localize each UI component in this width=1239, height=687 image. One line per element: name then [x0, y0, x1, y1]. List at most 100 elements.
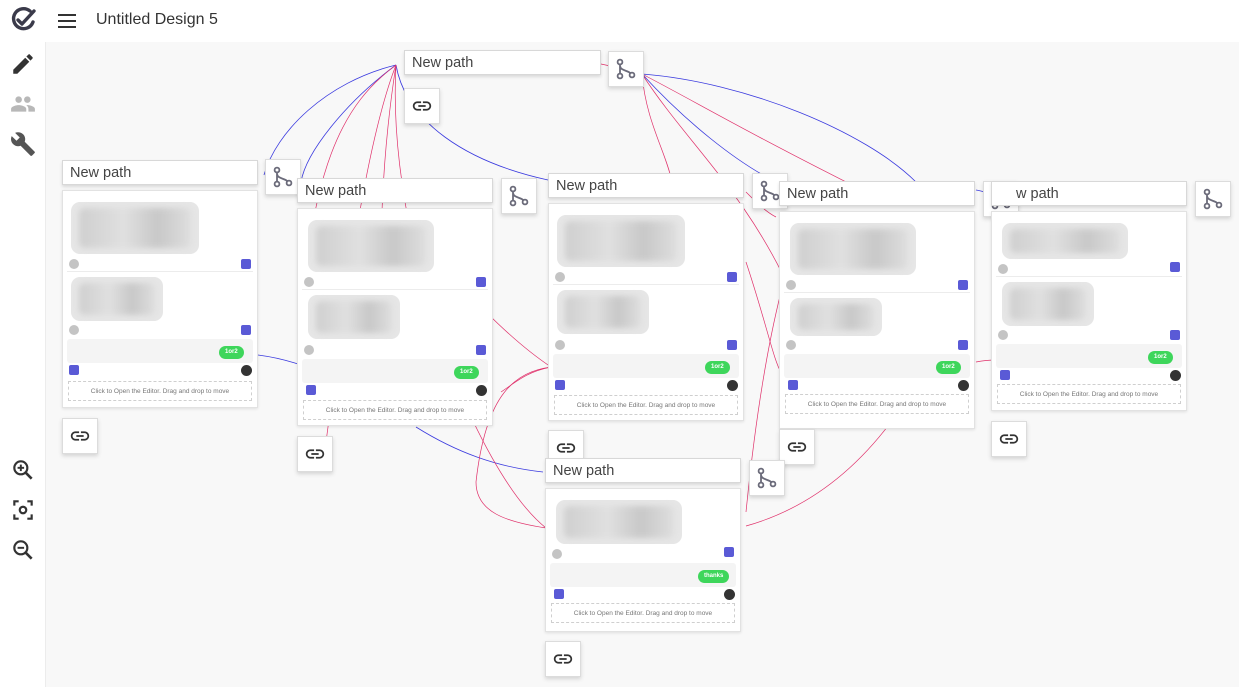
- left-toolbar: [0, 42, 46, 687]
- edge: [641, 73, 673, 183]
- user-avatar-icon: [1170, 370, 1181, 381]
- hamburger-menu-icon[interactable]: [56, 10, 78, 32]
- zoom-out-icon[interactable]: [10, 537, 36, 563]
- link-icon: [999, 434, 1019, 444]
- chat-badge-icon: [241, 259, 251, 269]
- chat-badge-icon: [241, 325, 251, 335]
- node-title[interactable]: New path: [545, 458, 741, 483]
- link-button[interactable]: [991, 421, 1027, 457]
- node-card[interactable]: thanks Click to Open the Editor. Drag an…: [545, 488, 741, 632]
- bot-avatar-icon: [555, 340, 565, 350]
- branch-button[interactable]: [1195, 181, 1231, 217]
- node-title[interactable]: w path: [991, 181, 1187, 206]
- chat-badge-icon: [724, 547, 734, 557]
- people-icon[interactable]: [10, 91, 36, 117]
- bot-avatar-icon: [69, 325, 79, 335]
- node-card[interactable]: 1or2 Click to Open the Editor. Drag and …: [62, 190, 258, 408]
- chat-badge-icon: [554, 589, 564, 599]
- fork-branch-icon: [760, 180, 780, 202]
- branch-button[interactable]: [501, 178, 537, 214]
- edge: [641, 73, 792, 293]
- check-circle-logo-icon[interactable]: [9, 6, 37, 34]
- edge: [485, 311, 552, 368]
- zoom-in-icon[interactable]: [10, 457, 36, 483]
- open-editor-area[interactable]: Click to Open the Editor. Drag and drop …: [997, 384, 1181, 404]
- divider: [996, 276, 1182, 277]
- branch-button[interactable]: [749, 460, 785, 496]
- flow-canvas[interactable]: New path New path 1or2 Click to Open the…: [46, 42, 1239, 687]
- wrench-icon[interactable]: [10, 131, 36, 157]
- link-button[interactable]: [545, 641, 581, 677]
- user-avatar-icon: [241, 365, 252, 376]
- open-editor-area[interactable]: Click to Open the Editor. Drag and drop …: [785, 394, 969, 414]
- center-focus-icon[interactable]: [10, 497, 36, 523]
- chat-badge-icon: [476, 345, 486, 355]
- message-bubble: [71, 202, 199, 254]
- fork-branch-icon: [1203, 188, 1223, 210]
- chat-badge-icon: [1170, 262, 1180, 272]
- reply-pill[interactable]: 1or2: [454, 366, 479, 379]
- reply-pill[interactable]: 1or2: [219, 346, 244, 359]
- node-title[interactable]: New path: [548, 173, 744, 198]
- branch-button[interactable]: [608, 51, 644, 87]
- message-bubble: [790, 223, 916, 275]
- message-bubble: [556, 500, 682, 544]
- chat-badge-icon: [727, 272, 737, 282]
- chat-badge-icon: [306, 385, 316, 395]
- link-icon: [412, 101, 432, 111]
- root-node-title[interactable]: New path: [404, 50, 601, 75]
- message-bubble: [557, 215, 685, 267]
- reply-pill[interactable]: 1or2: [1148, 351, 1173, 364]
- user-avatar-icon: [476, 385, 487, 396]
- branch-button[interactable]: [265, 159, 301, 195]
- link-icon: [305, 449, 325, 459]
- edge: [257, 354, 299, 365]
- node-card[interactable]: 1or2 Click to Open the Editor. Drag and …: [297, 208, 493, 426]
- bot-avatar-icon: [69, 259, 79, 269]
- link-button[interactable]: [404, 88, 440, 124]
- fork-branch-icon: [616, 58, 636, 80]
- fork-branch-icon: [757, 467, 777, 489]
- node-title[interactable]: New path: [62, 160, 258, 185]
- edge: [475, 366, 552, 529]
- node-title[interactable]: New path: [779, 181, 975, 206]
- node-card[interactable]: 1or2 Click to Open the Editor. Drag and …: [779, 211, 975, 429]
- divider: [302, 289, 488, 290]
- message-bubble: [790, 298, 882, 336]
- edge: [415, 426, 544, 473]
- path-node[interactable]: New path 1or2 Click to Open the Editor. …: [779, 181, 975, 431]
- edge: [395, 64, 549, 181]
- pencil-icon[interactable]: [10, 51, 36, 77]
- reply-pill[interactable]: 1or2: [705, 361, 730, 374]
- path-node[interactable]: New path thanks Click to Open the Editor…: [545, 458, 741, 633]
- top-bar: Untitled Design 5: [0, 0, 1239, 42]
- design-title[interactable]: Untitled Design 5: [96, 11, 218, 28]
- path-node[interactable]: New path 1or2 Click to Open the Editor. …: [297, 178, 493, 428]
- edge: [300, 64, 397, 183]
- open-editor-area[interactable]: Click to Open the Editor. Drag and drop …: [551, 603, 735, 623]
- bot-avatar-icon: [304, 277, 314, 287]
- path-node[interactable]: New path 1or2 Click to Open the Editor. …: [62, 160, 258, 410]
- open-editor-area[interactable]: Click to Open the Editor. Drag and drop …: [303, 400, 487, 420]
- path-node[interactable]: New path 1or2 Click to Open the Editor. …: [548, 173, 744, 423]
- chat-badge-icon: [958, 340, 968, 350]
- node-card[interactable]: 1or2 Click to Open the Editor. Drag and …: [548, 203, 744, 421]
- bot-avatar-icon: [552, 549, 562, 559]
- fork-branch-icon: [509, 185, 529, 207]
- link-button[interactable]: [62, 418, 98, 454]
- reply-pill[interactable]: thanks: [698, 570, 730, 583]
- path-node[interactable]: w path 1or2 Click to Open the Editor. Dr…: [991, 181, 1187, 421]
- link-icon: [787, 442, 807, 452]
- node-title[interactable]: New path: [297, 178, 493, 203]
- message-bubble: [557, 290, 649, 334]
- open-editor-area[interactable]: Click to Open the Editor. Drag and drop …: [554, 395, 738, 415]
- divider: [553, 284, 739, 285]
- link-button[interactable]: [297, 436, 333, 472]
- open-editor-area[interactable]: Click to Open the Editor. Drag and drop …: [68, 381, 252, 401]
- bot-avatar-icon: [786, 280, 796, 290]
- link-button[interactable]: [779, 429, 815, 465]
- bot-avatar-icon: [998, 330, 1008, 340]
- edge: [745, 291, 782, 513]
- reply-pill[interactable]: 1or2: [936, 361, 961, 374]
- node-card[interactable]: 1or2 Click to Open the Editor. Drag and …: [991, 211, 1187, 411]
